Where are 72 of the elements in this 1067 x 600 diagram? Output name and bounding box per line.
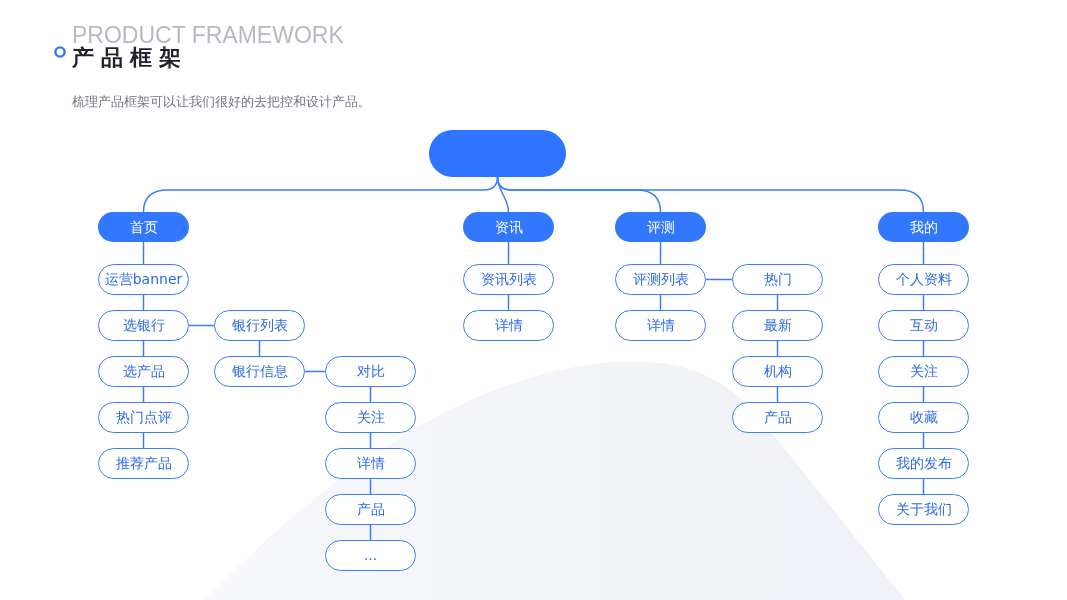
feature-node	[98, 264, 189, 295]
node-label: 我的发布	[895, 455, 952, 472]
node-label: 我的	[909, 218, 938, 236]
node-label: 评测	[646, 218, 675, 236]
feature-node	[878, 494, 969, 525]
node-label: ...	[363, 547, 378, 564]
node-label: 选产品	[122, 363, 165, 380]
node-label: 对比	[356, 363, 385, 380]
node-label: 互动	[909, 317, 938, 334]
node-label: 关于我们	[895, 501, 952, 518]
node-label: 最新	[763, 317, 792, 334]
node-label: 推荐产品	[115, 455, 172, 472]
node-label: 评测列表	[632, 271, 689, 288]
node-label: 资讯	[494, 218, 523, 236]
feature-node	[732, 356, 823, 387]
node-label: 关注	[909, 363, 938, 380]
node-label: 机构	[763, 363, 792, 380]
node-label: 选银行	[122, 317, 165, 334]
node-label: 首页	[129, 218, 158, 236]
node-label: 收藏	[909, 409, 938, 426]
connector-line	[659, 241, 662, 265]
node-label: 个人资料	[895, 271, 952, 288]
node-label: 详情	[646, 317, 675, 334]
node-label: 详情	[356, 455, 385, 472]
feature-node	[98, 310, 189, 341]
node-label: 热门点评	[115, 409, 172, 426]
feature-node	[325, 448, 416, 479]
feature-node	[732, 264, 823, 295]
connector-line	[496, 176, 925, 213]
node-label: 产品	[356, 501, 385, 518]
feature-node	[878, 310, 969, 341]
feature-node	[325, 540, 416, 571]
feature-node	[463, 310, 554, 341]
node-label: 资讯列表	[480, 271, 537, 288]
feature-node	[615, 310, 706, 341]
node-label: 关注	[356, 409, 385, 426]
watermark-heading: PRODUCT FRAMEWORK	[72, 24, 344, 47]
feature-node	[325, 402, 416, 433]
category-node	[878, 212, 969, 242]
feature-node	[325, 494, 416, 525]
category-node	[98, 212, 189, 242]
node-label: 银行列表	[231, 317, 288, 334]
feature-node	[732, 310, 823, 341]
mind-map-root	[429, 130, 566, 177]
feature-node	[878, 448, 969, 479]
category-node	[615, 212, 706, 242]
node-label: 热门	[763, 271, 792, 288]
feature-node	[98, 448, 189, 479]
category-node	[463, 212, 554, 242]
node-label: 银行信息	[231, 363, 288, 380]
feature-node	[214, 310, 305, 341]
feature-node	[325, 356, 416, 387]
connector-line	[922, 241, 925, 265]
subtitle-text: 梳理产品框架可以让我们很好的去把控和设计产品。	[72, 94, 371, 110]
page-title: 产品框架	[72, 47, 188, 69]
feature-node	[878, 402, 969, 433]
connector-line	[705, 278, 733, 281]
connector-line	[188, 324, 215, 327]
feature-node	[98, 402, 189, 433]
feature-node	[615, 264, 706, 295]
node-label: 详情	[494, 317, 523, 334]
feature-node	[732, 402, 823, 433]
feature-node	[214, 356, 305, 387]
node-label: 运营banner	[104, 271, 183, 288]
node-label: 产品	[763, 409, 792, 426]
connector-line	[304, 370, 326, 373]
feature-node	[463, 264, 554, 295]
feature-node	[98, 356, 189, 387]
connector-line	[507, 241, 510, 265]
feature-node	[878, 264, 969, 295]
connector-line	[142, 241, 145, 265]
feature-node	[878, 356, 969, 387]
